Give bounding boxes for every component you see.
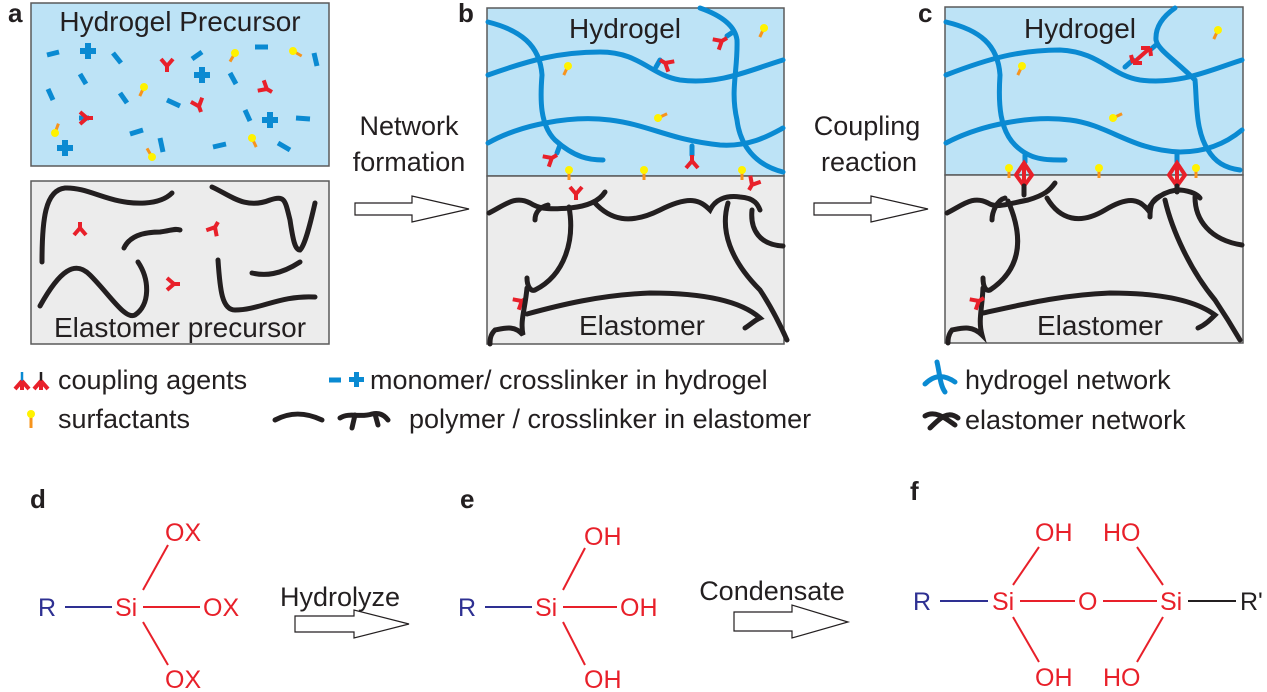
chem-d-si: Si xyxy=(115,594,137,622)
monomer-dashes xyxy=(45,44,320,153)
crosslinker-crosses xyxy=(57,43,278,156)
chem-f-si2: Si xyxy=(1160,588,1182,616)
step-label-network: Network xyxy=(359,111,459,141)
chem-f-top1: OH xyxy=(1035,519,1073,547)
elastomer-title-b: Elastomer xyxy=(579,310,705,341)
panel-letter-f: f xyxy=(910,476,919,506)
panel-letter-d: d xyxy=(30,484,46,514)
elastomer-network-b xyxy=(486,189,790,347)
chem-f-si1: Si xyxy=(992,588,1014,616)
chem-f-r: R xyxy=(913,588,931,616)
arrow-coupling-reaction xyxy=(813,195,929,223)
elastomer-network-c xyxy=(944,180,1245,346)
hydrogel-title-c: Hydrogel xyxy=(1024,13,1136,44)
legend-monomer: monomer/ crosslinker in hydrogel xyxy=(370,365,768,395)
chem-d-r: R xyxy=(38,594,56,622)
chem-d-bottom: OX xyxy=(165,666,201,692)
elastomer-precursor-box: Elastomer precursor xyxy=(30,180,330,345)
chem-f-bottom1: OH xyxy=(1035,664,1073,692)
hydrogel-network-c xyxy=(943,5,1245,173)
chem-f-r2: R' xyxy=(1240,588,1263,616)
chem-d-right: OX xyxy=(203,594,239,622)
legend-hydrogel-network: hydrogel network xyxy=(965,365,1171,395)
chem-f-top2: HO xyxy=(1103,519,1141,547)
legend-elastomer-network: elastomer network xyxy=(965,405,1186,435)
step-label-coupling: Coupling xyxy=(814,111,921,141)
silanol-structure-e: R Si OH OH OH xyxy=(458,523,658,692)
arrow-condensate xyxy=(733,604,851,639)
hydrogel-network-legend-icon xyxy=(922,359,958,395)
silane-structure-d: R Si OX OX OX xyxy=(38,519,239,692)
panel-letter-e: e xyxy=(460,484,474,514)
chem-e-top: OH xyxy=(584,523,622,551)
hydrogel-network-b xyxy=(485,5,786,175)
chem-e-bottom: OH xyxy=(584,666,622,692)
legend-coupling-agents: coupling agents xyxy=(58,365,247,395)
coupling-agents-legend-icon xyxy=(13,372,50,391)
panel-letter-a: a xyxy=(8,0,23,28)
step-label-condensate: Condensate xyxy=(699,576,845,606)
legend: coupling agents surfactants monomer/ cro… xyxy=(13,359,1186,435)
chem-e-r: R xyxy=(458,594,476,622)
hydrogel-precursor-title: Hydrogel Precursor xyxy=(59,6,300,37)
elastomer-chains-a xyxy=(37,184,318,319)
siloxane-structure-f: R Si O Si R' OH OH HO HO xyxy=(913,519,1263,692)
panel-c: Hydrogel xyxy=(943,5,1245,346)
elastomer-precursor-title: Elastomer precursor xyxy=(54,312,306,343)
legend-polymer: polymer / crosslinker in elastomer xyxy=(409,404,811,434)
chem-d-top: OX xyxy=(165,519,201,547)
chem-e-si: Si xyxy=(535,594,557,622)
chem-f-o: O xyxy=(1078,588,1097,616)
panel-b: Hydrogel xyxy=(485,5,790,347)
monomer-legend-icon xyxy=(329,372,364,387)
elastomer-title-c: Elastomer xyxy=(1037,310,1163,341)
step-label-reaction: reaction xyxy=(821,147,917,177)
chem-e-right: OH xyxy=(620,594,658,622)
legend-surfactants: surfactants xyxy=(58,404,190,434)
arrow-hydrolyze xyxy=(294,609,410,639)
hydrogel-precursor-box: Hydrogel Precursor xyxy=(30,2,330,167)
surfactant-legend-icon xyxy=(27,410,35,428)
panel-letter-b: b xyxy=(458,0,474,28)
step-label-formation: formation xyxy=(353,147,466,177)
chem-f-bottom2: HO xyxy=(1103,664,1141,692)
arrow-network-formation xyxy=(354,195,470,223)
hydrogel-title-b: Hydrogel xyxy=(569,13,681,44)
panel-letter-c: c xyxy=(918,0,932,28)
elastomer-network-legend-icon xyxy=(922,411,961,431)
polymer-legend-icon xyxy=(272,411,391,431)
step-label-hydrolyze: Hydrolyze xyxy=(280,582,400,612)
